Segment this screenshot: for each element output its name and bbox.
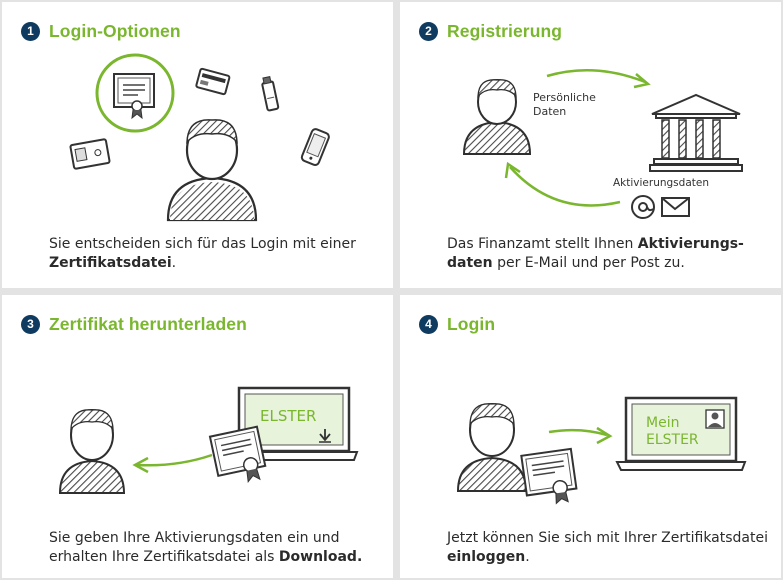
screen-text-line1: Mein bbox=[646, 415, 679, 431]
panel-login-options: 1 Login-Optionen bbox=[2, 2, 393, 288]
panel-title: Login-Optionen bbox=[49, 20, 181, 41]
panel-title: Zertifikat herunterladen bbox=[49, 313, 247, 334]
usb-stick-icon bbox=[261, 76, 280, 112]
user-avatar-icon bbox=[705, 409, 725, 429]
step-number-badge: 1 bbox=[21, 21, 40, 41]
caption-bold: Zertifikatsdatei bbox=[49, 255, 172, 271]
panel-header: 2 Registrierung bbox=[419, 20, 562, 42]
screen-text-elster: ELSTER bbox=[260, 407, 316, 425]
step-number-badge: 3 bbox=[21, 314, 40, 334]
tax-office-building-icon bbox=[649, 93, 743, 172]
step-number-badge: 4 bbox=[419, 314, 438, 334]
download-arrow-icon bbox=[319, 429, 331, 443]
panel-caption: Sie entscheiden sich für das Login mit e… bbox=[49, 235, 389, 273]
laptop-icon bbox=[615, 396, 747, 471]
caption-bold: Download. bbox=[278, 549, 363, 565]
caption-bold: Aktivierungs-daten bbox=[447, 236, 744, 271]
card-icon bbox=[195, 67, 231, 96]
label-personal-data-line2: Daten bbox=[533, 105, 566, 118]
caption-tail: per E-Mail und per Post zu. bbox=[497, 255, 685, 271]
panel-download-certificate: 3 Zertifikat herunterladen ELSTER bbox=[2, 295, 393, 578]
panel-title: Registrierung bbox=[447, 20, 563, 41]
certificate-icon bbox=[208, 425, 267, 483]
caption-text: Sie entscheiden sich für das Login mit e… bbox=[49, 236, 356, 252]
panel-login: 4 Login bbox=[400, 295, 781, 578]
caption-text: Sie geben Ihre Aktivierungsdaten ein und… bbox=[49, 530, 340, 565]
certificate-icon bbox=[95, 53, 175, 133]
caption-tail: . bbox=[525, 549, 530, 565]
download-illustration: ELSTER bbox=[58, 386, 359, 494]
person-icon bbox=[166, 119, 258, 222]
screen-text-line2: ELSTER bbox=[646, 432, 699, 448]
caption-tail: . bbox=[171, 255, 177, 271]
arrow-left-icon bbox=[504, 161, 621, 207]
panel-registration: 2 Registrierung Persönliche Daten bbox=[400, 2, 781, 288]
person-icon bbox=[456, 403, 528, 492]
panel-header: 1 Login-Optionen bbox=[21, 20, 181, 42]
envelope-icon bbox=[661, 197, 690, 217]
caption-text: Jetzt können Sie sich mit Ihrer Zertifik… bbox=[447, 530, 768, 546]
smartphone-icon bbox=[300, 128, 330, 166]
label-personal-data-line1: Persönliche bbox=[533, 91, 596, 104]
panel-caption: Sie geben Ihre Aktivierungsdaten ein und… bbox=[49, 529, 389, 567]
caption-bold: einloggen bbox=[447, 549, 526, 565]
arrow-right-icon bbox=[548, 426, 613, 445]
id-card-icon bbox=[69, 138, 111, 170]
panel-caption: Das Finanzamt stellt Ihnen Aktivierungs-… bbox=[447, 235, 777, 273]
login-illustration: Mein ELSTER bbox=[456, 396, 747, 505]
panel-header: 4 Login bbox=[419, 313, 495, 335]
certificate-icon bbox=[520, 447, 578, 505]
registration-illustration: Persönliche Daten Aktivierungsdaten bbox=[462, 69, 743, 219]
person-icon bbox=[58, 409, 126, 494]
panel-header: 3 Zertifikat herunterladen bbox=[21, 313, 247, 335]
caption-text: Das Finanzamt stellt Ihnen bbox=[447, 236, 634, 252]
label-activation-data: Aktivierungsdaten bbox=[613, 177, 709, 189]
panel-title: Login bbox=[447, 313, 496, 334]
step-number-badge: 2 bbox=[419, 21, 438, 41]
arrow-right-icon bbox=[546, 69, 651, 89]
panel-caption: Jetzt können Sie sich mit Ihrer Zertifik… bbox=[447, 529, 777, 567]
email-at-icon bbox=[631, 195, 655, 219]
login-options-illustration bbox=[69, 53, 330, 222]
laptop-icon bbox=[228, 386, 359, 461]
arrow-left-icon bbox=[132, 453, 213, 474]
person-icon bbox=[462, 79, 532, 155]
